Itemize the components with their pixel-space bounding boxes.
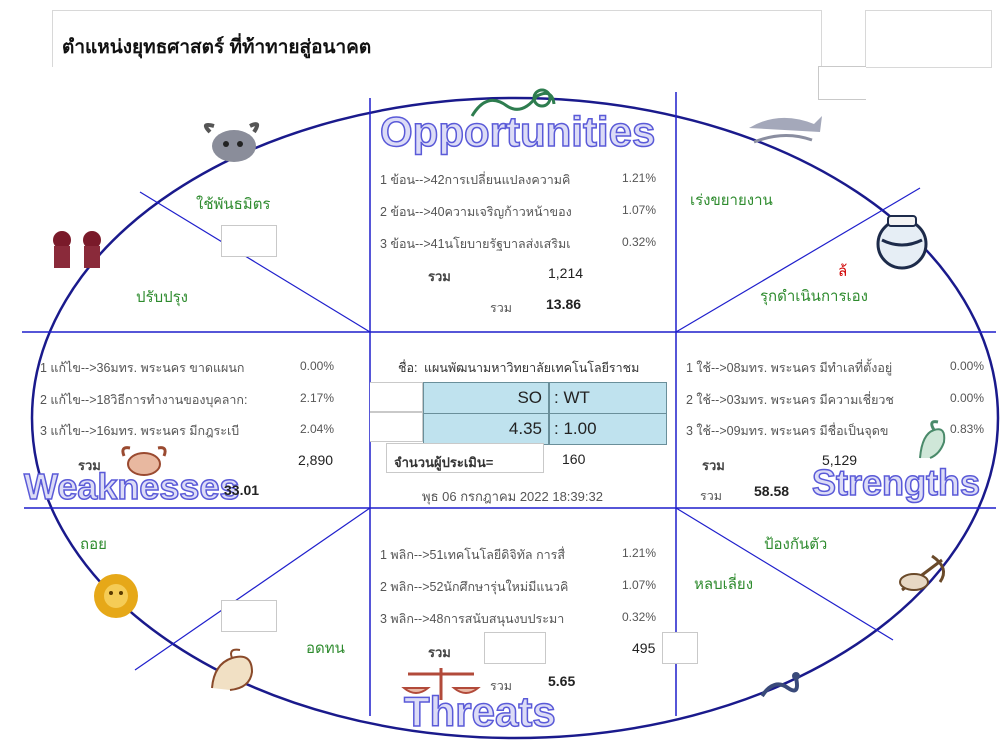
leo-icon [211, 648, 254, 691]
opportunity-total-label: รวม [428, 269, 451, 284]
opportunity-pct-3: 0.32% [622, 235, 657, 249]
title-box [52, 10, 822, 67]
threat-score-value: 5.65 [548, 673, 576, 689]
threat-total-value: 495 [632, 640, 656, 656]
weaknesses-title: Weaknesses [23, 465, 240, 508]
strategy-use-allies: ใช้พันธมิตร [196, 196, 271, 213]
strategy-avoid: หลบเลี่ยง [694, 576, 754, 593]
opportunity-item-1: 1 ข้อน-->42การเปลี่ยนแปลงความคิ [380, 173, 571, 187]
twins-icon [53, 231, 101, 268]
strategy-proactive: รุกดำเนินการเอง [760, 288, 868, 305]
evaluators-label: จำนวนผู้ประเมิน= [394, 455, 494, 470]
threat-total-box [484, 632, 546, 664]
opportunity-score-value: 13.86 [546, 296, 582, 312]
strategy-input-box-1[interactable] [221, 225, 277, 257]
strength-pct-2: 0.00% [950, 391, 985, 405]
strategy-retreat: ถอย [80, 536, 107, 553]
strategy-defend: ป้องกันตัว [764, 536, 828, 553]
so-value: 4.35 [423, 413, 549, 445]
corner-box [865, 10, 992, 68]
diag-bottom-left [134, 507, 371, 671]
outer-ellipse [30, 96, 1000, 740]
strategy-endure: อดทน [306, 640, 345, 657]
strength-item-1: 1 ใช้-->08มทร. พระนคร มีทำเลที่ตั้งอยู่ [686, 361, 893, 375]
weakness-item-2: 2 แก้ไข-->18วิธีการทำงานของบุคลาก: [40, 393, 248, 407]
weakness-total-label: รวม [78, 458, 101, 473]
strategy-input-box-2[interactable] [221, 600, 277, 632]
center-left-box-2 [370, 412, 423, 442]
ram-icon [470, 88, 556, 117]
strengths-title: Strengths [811, 461, 981, 504]
strength-item-2: 2 ใช้-->03มทร. พระนคร มีความเชี่ยวช [686, 393, 894, 407]
opportunity-item-2: 2 ข้อน-->40ความเจริญก้าวหน้าของ [380, 205, 572, 219]
diag-top-left [139, 191, 371, 333]
opportunity-total-value: 1,214 [548, 265, 584, 281]
bull-icon [203, 122, 260, 162]
strength-score-label: รวม [700, 489, 722, 503]
diag-top-right [675, 187, 921, 333]
weakness-pct-1: 0.00% [300, 359, 335, 373]
strategy-improve: ปรับปรุง [136, 289, 189, 306]
opportunity-item-3: 3 ข้อน-->41นโยบายรัฐบาลส่งเสริมเ [380, 237, 571, 251]
wt-value: : 1.00 [549, 413, 667, 445]
report-datetime: พุธ 06 กรกฎาคม 2022 18:39:32 [422, 489, 603, 504]
crab-icon [121, 446, 167, 476]
weakness-score-value: 33.01 [224, 482, 260, 498]
strategy-accelerate: เร่งขยายงาน [690, 192, 773, 209]
page-title: ตำแหน่งยุทธศาสตร์ ที่ท้าทายสู่อนาคต [62, 37, 372, 58]
strength-total-label: รวม [702, 458, 725, 473]
threats-title: Threats [403, 687, 556, 736]
archer-icon [899, 554, 946, 592]
opportunities-title: Opportunities [379, 107, 656, 156]
strength-item-3: 3 ใช้-->09มทร. พระนคร มีชื่อเป็นจุดข [686, 424, 889, 438]
threat-pct-3: 0.32% [622, 610, 657, 624]
threat-item-1: 1 พลิก-->51เทคโนโลยีดิจิทัล การสื่ [380, 548, 565, 562]
plan-name-value: แผนพัฒนามหาวิทยาลัยเทคโนโลยีราชม [424, 361, 640, 375]
threat-pct-1: 1.21% [622, 546, 657, 560]
diag-bottom-right [675, 507, 894, 641]
opportunity-pct-2: 1.07% [622, 203, 657, 217]
center-left-box-1 [370, 382, 423, 412]
threat-item-3: 3 พลิก-->48การสนับสนุนงบประมา [380, 612, 565, 626]
weakness-item-3: 3 แก้ไข-->16มทร. พระนคร มีกฎระเบี [40, 424, 240, 438]
threat-total-label: รวม [428, 645, 451, 660]
threat-item-2: 2 พลิก-->52นักศึกษารุ่นใหม่มีแนวคิ [380, 580, 569, 594]
evaluators-box [386, 443, 544, 473]
so-wt-table: SO : WT 4.35 : 1.00 [423, 382, 667, 445]
lion-icon [94, 574, 138, 618]
threat-score-label: รวม [490, 679, 512, 693]
threat-pct-2: 1.07% [622, 578, 657, 592]
fish-icon [749, 116, 822, 144]
water-jar-icon [876, 215, 928, 270]
corner-notch-box [818, 66, 866, 100]
scales-icon [401, 668, 481, 700]
threat-side-box [662, 632, 698, 664]
plan-name-label: ชื่อ: [398, 361, 418, 375]
opportunity-pct-1: 1.21% [622, 171, 657, 185]
strength-pct-1: 0.00% [950, 359, 985, 373]
wt-label: : WT [549, 382, 667, 414]
scorpion-icon [760, 672, 800, 698]
so-label: SO [423, 382, 549, 414]
evaluators-value: 160 [562, 451, 586, 467]
weakness-pct-2: 2.17% [300, 391, 335, 405]
opportunity-score-label: รวม [490, 301, 512, 315]
weakness-pct-3: 2.04% [300, 422, 335, 436]
goat-icon [919, 420, 946, 459]
strength-pct-3: 0.83% [950, 422, 985, 436]
strength-total-value: 5,129 [822, 452, 858, 468]
weakness-total-value: 2,890 [298, 452, 334, 468]
strategy-marker: ล้ [838, 263, 848, 280]
strength-score-value: 58.58 [754, 483, 790, 499]
weakness-item-1: 1 แก้ไข-->36มทร. พระนคร ขาดแผนก [40, 361, 245, 375]
